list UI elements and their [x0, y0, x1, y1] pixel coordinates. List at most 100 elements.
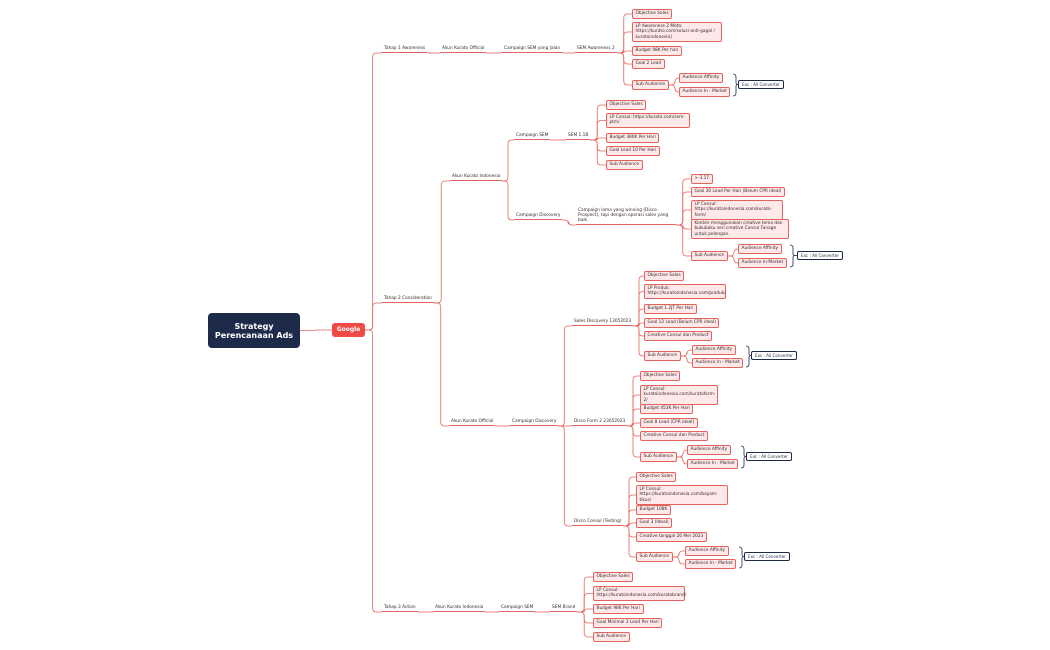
- t3-lp[interactable]: LP Consul: https://kuratoindonesia.com/k…: [593, 586, 686, 601]
- t2b-s3-budget[interactable]: Budget 108K: [636, 505, 671, 515]
- t2b-s1-goal[interactable]: Goal 12 Lead (Belum CPR ideal): [644, 318, 720, 328]
- t2b-s1-name[interactable]: Sales Discovery 13052023: [572, 319, 634, 326]
- connector-t3-goal: [577, 611, 593, 624]
- connector-stage-consideration: [365, 302, 382, 331]
- connector-t2b-s1-sub-audience: [633, 325, 644, 357]
- connector-t2b-s3-name: [558, 425, 572, 527]
- t2a-goal[interactable]: Goal Lead 10 Per Hari: [606, 146, 660, 156]
- t3-objective[interactable]: Objective Sales: [593, 572, 634, 582]
- t2a-d-sub-audience[interactable]: Sub Audience: [691, 251, 728, 261]
- connector-t3-sub-audience: [577, 611, 593, 638]
- t2b-s3-sub-audience[interactable]: Sub Audience: [636, 552, 673, 562]
- connector-t1-affinity: [669, 77, 680, 86]
- connector-t2b-s3-objective: [623, 476, 636, 527]
- connector-t2b-s1-goal: [633, 322, 644, 327]
- t1-sub-audience[interactable]: Sub Audience: [632, 80, 669, 90]
- t2b-s3-affinity[interactable]: Audience Affinity: [685, 546, 729, 556]
- connector-t2a-budget: [590, 137, 606, 141]
- connector-t1-lp: [617, 31, 632, 54]
- t2a-d-goal[interactable]: Goal 30 Lead Per Hari (Belum CPR ideal): [691, 187, 785, 197]
- connector-t2b-s3-market: [673, 556, 685, 565]
- t1-market[interactable]: Audience In - Market: [679, 87, 731, 97]
- t2b-s2-name[interactable]: Disco Form 2 23052023: [572, 419, 628, 426]
- connector-t2a-roas: [676, 178, 691, 226]
- t2b-s1-affinity[interactable]: Audience Affinity: [692, 345, 736, 355]
- google-node[interactable]: Google: [332, 323, 365, 337]
- t1-budget[interactable]: Budget 98K Per hari: [632, 46, 683, 56]
- t3-account[interactable]: Akun Kurato Indonesia: [433, 605, 486, 612]
- t3-goal[interactable]: Goal Minimal 3 Lead Per Hari: [593, 618, 663, 628]
- t2b-s2-sub-audience[interactable]: Sub Audience: [640, 452, 677, 462]
- t2b-s3-objective[interactable]: Objective Sales: [636, 472, 677, 482]
- t2b-s3-creative[interactable]: Creative tanggal 26 Mei 2023: [636, 532, 707, 542]
- t2a-d-affinity[interactable]: Audience Affinity: [738, 244, 782, 254]
- t2a-sub-audience[interactable]: Sub Audience: [606, 160, 643, 170]
- root-node[interactable]: Strategy Perencanaan Ads: [208, 313, 300, 348]
- t2b-s2-budget[interactable]: Budget 453K Per Hari: [640, 404, 694, 414]
- t2a-campaign-sem[interactable]: Campaign SEM: [514, 133, 551, 140]
- t2b-s1-budget[interactable]: Budget 1.2JT Per Hari: [644, 304, 697, 314]
- connector-t1-budget: [617, 50, 632, 54]
- t2a-discovery-desc[interactable]: Campaign lama yang winning (Disco Prospe…: [576, 208, 676, 226]
- t2b-s3-name[interactable]: Disco Consul (Testing): [572, 519, 624, 526]
- stage-consideration[interactable]: Tahap 2 Consideration: [382, 296, 434, 303]
- t1-account[interactable]: Akun Kurato Official: [440, 46, 487, 53]
- t1-affinity[interactable]: Audience Affinity: [679, 73, 723, 83]
- t1-adset[interactable]: SEM Awareness 2: [575, 46, 617, 53]
- t2a-budget[interactable]: Budget 380K Per Hari: [606, 133, 660, 143]
- t2a-d-exc[interactable]: Exc : All Converter: [797, 251, 843, 261]
- t2b-account[interactable]: Akun Kurato Official: [449, 419, 496, 426]
- connector-t2b-s1-name: [558, 325, 572, 427]
- t2a-lp[interactable]: LP Consul: https://kurato.com/sem-ptm/: [606, 113, 690, 128]
- connector-t2b-s1-market: [681, 355, 692, 364]
- connector-t2a-d-goal: [676, 191, 691, 226]
- t2b-s2-creative[interactable]: Creative Consul dan Product: [640, 431, 709, 441]
- t2b-s1-lp[interactable]: LP Produk: https://kuratoindonesia.com/p…: [644, 284, 726, 299]
- t2a-objective[interactable]: Objective Sales: [606, 100, 647, 110]
- t2a-roas[interactable]: > 3.17: [691, 174, 713, 184]
- connector-t2a-lp: [590, 120, 606, 141]
- t3-campaign[interactable]: Campaign SEM: [499, 605, 536, 612]
- connector-t2b-s3-creative: [623, 525, 636, 538]
- connector-t2b-s1-affinity: [681, 349, 692, 357]
- t2b-s2-affinity[interactable]: Audience Affinity: [687, 445, 731, 455]
- t2b-s3-goal[interactable]: Goal 3 (Ideal): [636, 518, 673, 528]
- t1-lp[interactable]: LP Awareness 2 Meta: https://kurato.com/…: [632, 22, 722, 42]
- connector-t2a-campaign-discovery: [502, 180, 514, 221]
- connector-t2b-s2-goal: [627, 422, 640, 427]
- connector-t1-goal: [617, 52, 632, 65]
- t2b-s2-lp[interactable]: LP Consul: kuratoindonesia.com/kuratofor…: [640, 385, 718, 405]
- t2b-s1-creative[interactable]: Creative Consul dan Product: [644, 331, 713, 341]
- t2b-s1-exc[interactable]: Exc : All Converter: [751, 351, 797, 361]
- t2a-d-lp[interactable]: LP Consul: https://kuratoindonesia.com/k…: [691, 200, 783, 220]
- t1-campaign[interactable]: Campaign SEM yang Jalan: [502, 46, 563, 53]
- t3-budget[interactable]: Budget 98K Per Hari: [593, 604, 644, 614]
- t2b-s1-market[interactable]: Audience In - Market: [692, 358, 744, 368]
- t2a-d-creative[interactable]: Konten menggunakan creative tema dan buk…: [691, 219, 789, 239]
- t2b-campaign[interactable]: Campaign Discovery: [510, 419, 559, 426]
- t3-sub-audience[interactable]: Sub Audience: [593, 632, 630, 642]
- t2a-campaign-discovery[interactable]: Campaign Discovery: [514, 213, 563, 220]
- t2a-sem[interactable]: SEM 1.1B: [566, 133, 591, 140]
- connector-t2a-discovery-desc: [562, 219, 576, 226]
- t1-objective[interactable]: Objective Sales: [632, 9, 673, 19]
- t2b-s3-lp[interactable]: LP Consul: https://kuratoindonesia.com/b…: [636, 485, 728, 505]
- t2b-s3-exc[interactable]: Exc : All Converter: [744, 552, 790, 562]
- t2b-s1-sub-audience[interactable]: Sub Audience: [644, 351, 681, 361]
- stage-action[interactable]: Tahap 3 Action: [382, 605, 418, 612]
- t2b-s2-goal[interactable]: Goal 8 Lead (CPR ideal): [640, 418, 698, 428]
- t2a-account[interactable]: Akun Kurato Indonesia: [450, 174, 503, 181]
- t2b-s2-exc[interactable]: Exc : All Converter: [746, 452, 792, 462]
- t2b-s1-objective[interactable]: Objective Sales: [644, 271, 685, 281]
- connector-t2b-s3-affinity: [673, 550, 685, 558]
- stage-awareness[interactable]: Tahap 1 Awareness: [382, 46, 428, 53]
- t2b-s2-market[interactable]: Audience In - Market: [687, 459, 739, 469]
- t2b-s3-market[interactable]: Audience In - Market: [685, 559, 737, 569]
- t2b-s2-objective[interactable]: Objective Sales: [640, 371, 681, 381]
- t3-adset[interactable]: SEM Brand: [550, 605, 578, 612]
- t1-exc[interactable]: Exc : All Converter: [738, 80, 784, 90]
- connector-t2b-s2-market: [677, 456, 688, 465]
- t2a-d-market[interactable]: Audience In-Market: [738, 258, 787, 268]
- t1-goal[interactable]: Goal 2 Lead: [632, 59, 665, 69]
